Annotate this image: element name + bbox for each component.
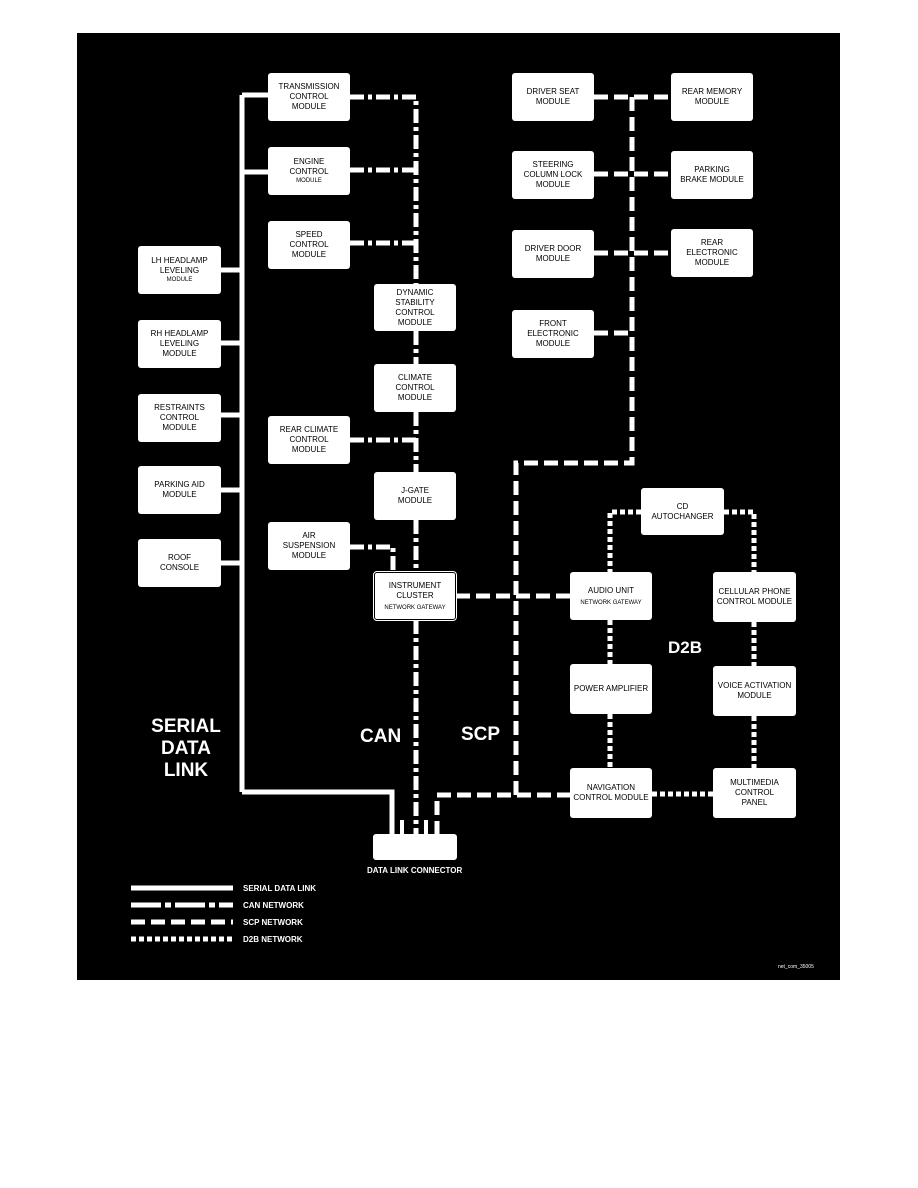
rear-climate-label: REAR CLIMATE CONTROL MODULE <box>279 425 339 454</box>
speed-control-module: SPEED CONTROL MODULE <box>268 221 350 269</box>
driver-seat-label: DRIVER SEAT MODULE <box>526 87 580 106</box>
lh-headlamp-label: LH HEADLAMP LEVELING <box>151 256 208 275</box>
parking-aid-label: PARKING AID MODULE <box>154 480 205 499</box>
scp-label: SCP <box>461 724 501 745</box>
data-link-connector <box>373 834 457 860</box>
power-amplifier: POWER AMPLIFIER <box>570 664 652 714</box>
transmission-label: TRANSMISSION CONTROL MODULE <box>278 82 340 111</box>
air-suspension-label: AIR SUSPENSION MODULE <box>282 531 336 560</box>
rh-headlamp-label: RH HEADLAMP LEVELING MODULE <box>150 329 209 358</box>
driver-door-module: DRIVER DOOR MODULE <box>512 230 594 278</box>
rear-memory-label: REAR MEMORY MODULE <box>681 87 743 106</box>
rh-headlamp-leveling-module: RH HEADLAMP LEVELING MODULE <box>138 320 221 368</box>
legend-d2b-text: D2B NETWORK <box>243 935 303 944</box>
serial-label-line1: SERIAL <box>151 716 221 737</box>
can-network-wires <box>350 94 419 835</box>
dsc-label: DYNAMIC STABILITY CONTROL MODULE <box>395 287 435 327</box>
serial-data-link-wires <box>221 92 395 835</box>
dlc-pins <box>400 820 428 836</box>
engine-sublabel: MODULE <box>296 178 322 184</box>
engine-control-module: ENGINE CONTROL MODULE <box>268 147 350 195</box>
legend-can-text: CAN NETWORK <box>243 901 304 910</box>
j-gate-module: J-GATE MODULE <box>374 472 456 520</box>
instrument-cluster-gateway-label: NETWORK GATEWAY <box>384 604 446 611</box>
power-amplifier-label: POWER AMPLIFIER <box>573 684 649 693</box>
cellular-phone-label: CELLULAR PHONE CONTROL MODULE <box>716 587 793 606</box>
cellular-phone-control-module: CELLULAR PHONE CONTROL MODULE <box>713 572 796 622</box>
lh-headlamp-leveling-module: LH HEADLAMP LEVELING MODULE <box>138 246 221 294</box>
d2b-network-wires <box>607 509 757 797</box>
parking-brake-module: PARKING BRAKE MODULE <box>671 151 753 199</box>
steering-column-lock-module: STEERING COLUMN LOCK MODULE <box>512 151 594 199</box>
data-link-connector-label: DATA LINK CONNECTOR <box>367 866 463 875</box>
rear-electronic-module: REAR ELECTRONIC MODULE <box>671 229 753 277</box>
j-gate-label: J-GATE MODULE <box>397 486 433 505</box>
d2b-label: D2B <box>668 638 703 657</box>
air-suspension-module: AIR SUSPENSION MODULE <box>268 522 350 570</box>
multimedia-label: MULTIMEDIA CONTROL PANEL <box>730 778 779 807</box>
climate-control-module: CLIMATE CONTROL MODULE <box>374 364 456 412</box>
roof-console-label: ROOF CONSOLE <box>159 553 200 572</box>
steering-column-label: STEERING COLUMN LOCK MODULE <box>523 160 583 189</box>
front-electronic-label: FRONT ELECTRONIC MODULE <box>527 319 579 348</box>
climate-label: CLIMATE CONTROL MODULE <box>395 373 435 402</box>
transmission-control-module: TRANSMISSION CONTROL MODULE <box>268 73 350 121</box>
legend-serial-text: SERIAL DATA LINK <box>243 884 317 893</box>
rear-climate-control-module: REAR CLIMATE CONTROL MODULE <box>268 416 350 464</box>
cd-autochanger: CD AUTOCHANGER <box>641 488 724 535</box>
parking-brake-label: PARKING BRAKE MODULE <box>680 165 744 184</box>
lh-headlamp-sublabel: MODULE <box>166 277 193 283</box>
serial-data-link-label: SERIAL DATA LINK <box>138 716 234 782</box>
driver-door-label: DRIVER DOOR MODULE <box>524 244 582 263</box>
instrument-cluster: INSTRUMENT CLUSTER NETWORK GATEWAY <box>373 571 457 621</box>
driver-seat-module: DRIVER SEAT MODULE <box>512 73 594 121</box>
restraints-control-module: RESTRAINTS CONTROL MODULE <box>138 394 221 442</box>
parking-aid-module: PARKING AID MODULE <box>138 466 221 514</box>
instrument-cluster-label: INSTRUMENT CLUSTER <box>388 580 442 600</box>
audio-unit: AUDIO UNIT NETWORK GATEWAY <box>570 572 652 620</box>
speed-label: SPEED CONTROL MODULE <box>289 230 329 259</box>
engine-label: ENGINE CONTROL <box>289 157 329 176</box>
roof-console: ROOF CONSOLE <box>138 539 221 587</box>
can-label: CAN <box>360 726 402 747</box>
scp-network-wires <box>434 94 671 835</box>
multimedia-control-panel: MULTIMEDIA CONTROL PANEL <box>713 768 796 818</box>
dynamic-stability-control-module: DYNAMIC STABILITY CONTROL MODULE <box>374 284 456 331</box>
navigation-control-module: NAVIGATION CONTROL MODULE <box>570 768 652 818</box>
serial-label-line2: DATA LINK <box>161 738 211 781</box>
rear-memory-module: REAR MEMORY MODULE <box>671 73 753 121</box>
legend-scp-text: SCP NETWORK <box>243 918 303 927</box>
audio-unit-gateway-label: NETWORK GATEWAY <box>580 599 642 606</box>
front-electronic-module: FRONT ELECTRONIC MODULE <box>512 310 594 358</box>
cd-autochanger-label: CD AUTOCHANGER <box>651 501 714 521</box>
voice-activation-label: VOICE ACTIVATION MODULE <box>717 681 792 700</box>
reference-code: net_com_35005 <box>778 964 814 970</box>
voice-activation-module: VOICE ACTIVATION MODULE <box>713 666 796 716</box>
audio-unit-label: AUDIO UNIT <box>587 585 635 595</box>
rear-electronic-label: REAR ELECTRONIC MODULE <box>686 238 738 267</box>
navigation-label: NAVIGATION CONTROL MODULE <box>573 783 649 802</box>
restraints-label: RESTRAINTS CONTROL MODULE <box>154 403 205 432</box>
